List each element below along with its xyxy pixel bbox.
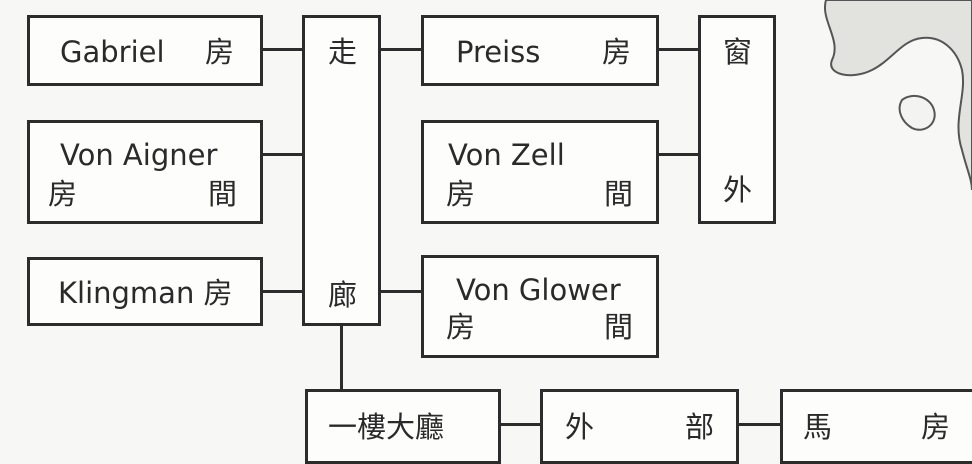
connector-vonaigner-corridor — [262, 153, 303, 156]
outside: 外 部 — [540, 389, 739, 464]
window-outside: 窗 外 — [698, 15, 776, 224]
torn-paper-decoration — [823, 0, 972, 190]
room-von-aigner-char1: 房 — [48, 177, 78, 211]
room-gabriel: Gabriel 房 — [27, 15, 263, 86]
stable-char2: 房 — [921, 410, 951, 444]
first-floor-lobby: 一樓大廳 — [305, 389, 501, 464]
lobby-name: 一樓大廳 — [328, 410, 445, 444]
stable: 馬 房 — [780, 389, 972, 464]
room-von-glower-char1: 房 — [446, 310, 476, 344]
outside-char2: 部 — [685, 410, 715, 444]
room-klingman: Klingman 房 — [27, 257, 263, 326]
connector-corridor-preiss — [379, 48, 422, 51]
connector-klingman-corridor — [262, 290, 303, 293]
room-von-zell-name: Von Zell — [448, 138, 565, 172]
corridor: 走 廊 — [302, 15, 381, 326]
room-preiss-name: Preiss — [456, 35, 541, 69]
room-von-glower-char2: 間 — [604, 310, 634, 344]
room-von-aigner: Von Aigner 房 間 — [27, 120, 263, 224]
room-von-glower-name: Von Glower — [456, 273, 621, 307]
connector-gabriel-corridor — [262, 48, 303, 51]
corridor-char1: 走 — [328, 35, 358, 69]
room-gabriel-suffix: 房 — [205, 35, 235, 69]
room-klingman-name: Klingman 房 — [58, 276, 233, 310]
room-von-aigner-char2: 間 — [208, 177, 238, 211]
stable-char1: 馬 — [803, 410, 833, 444]
room-von-zell: Von Zell 房 間 — [421, 120, 659, 224]
room-gabriel-name: Gabriel — [60, 35, 165, 69]
connector-preiss-window — [657, 48, 699, 51]
room-von-zell-char2: 間 — [604, 177, 634, 211]
room-preiss: Preiss 房 — [421, 15, 659, 86]
connector-vonzell-window — [657, 153, 699, 156]
connector-corridor-vonglower — [379, 290, 422, 293]
room-preiss-suffix: 房 — [602, 35, 632, 69]
window-outside-char1: 窗 — [723, 35, 753, 69]
connector-outside-stable — [737, 423, 781, 426]
connector-corridor-lobby — [340, 323, 343, 390]
outside-char1: 外 — [565, 410, 595, 444]
room-von-aigner-name: Von Aigner — [60, 138, 218, 172]
room-von-zell-char1: 房 — [446, 177, 476, 211]
corridor-char2: 廊 — [328, 278, 358, 312]
window-outside-char2: 外 — [723, 173, 753, 207]
connector-lobby-outside — [499, 423, 541, 426]
room-von-glower: Von Glower 房 間 — [421, 255, 659, 358]
